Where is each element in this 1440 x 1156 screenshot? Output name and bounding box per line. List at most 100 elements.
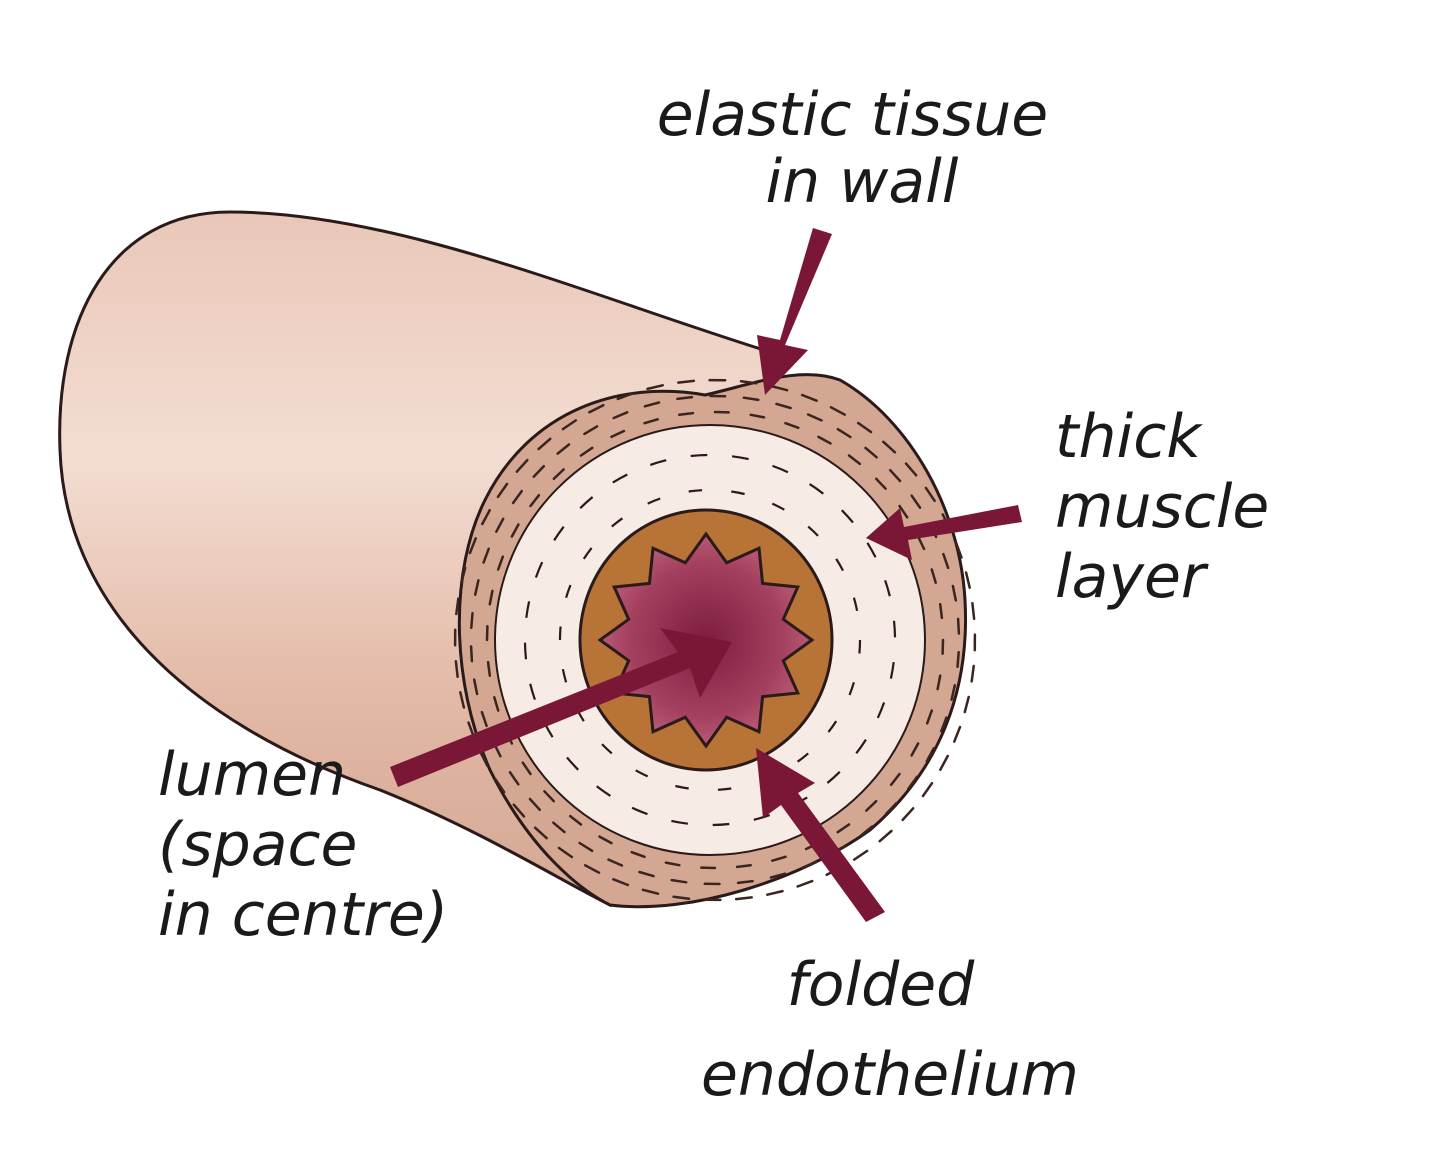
wall-stroke <box>817 435 832 445</box>
wall-stroke <box>561 419 578 431</box>
wall-stroke <box>942 552 950 570</box>
muscle-dash <box>858 639 862 654</box>
wall-stroke <box>796 879 814 888</box>
muscle-dash <box>772 464 789 474</box>
muscle-dash <box>866 542 877 558</box>
wall-stroke <box>734 896 753 901</box>
wall-stroke <box>829 406 847 416</box>
wall-stroke <box>557 846 574 859</box>
wall-stroke <box>643 401 661 408</box>
muscle-dash <box>796 752 809 763</box>
wall-stroke <box>677 379 696 384</box>
wall-stroke <box>888 468 902 483</box>
wall-stroke <box>495 517 505 533</box>
wall-stroke <box>510 523 520 538</box>
wall-stroke <box>480 710 488 728</box>
wall-stroke <box>552 468 565 481</box>
wall-stroke <box>954 541 963 559</box>
wall-stroke <box>643 418 659 425</box>
wall-stroke <box>749 413 766 419</box>
wall-stroke <box>878 829 893 843</box>
wall-stroke <box>970 664 975 683</box>
wall-stroke <box>460 566 467 585</box>
wall-stroke <box>930 568 937 584</box>
wall-stroke <box>472 678 479 696</box>
wall-stroke <box>583 864 601 874</box>
wall-stroke <box>496 555 505 571</box>
label-lumen: lumen (space in centre) <box>158 740 448 950</box>
wall-stroke <box>775 402 792 410</box>
wall-stroke <box>528 797 542 812</box>
wall-stroke <box>907 775 919 791</box>
wall-stroke <box>852 849 869 861</box>
elastic-tissue-strokes <box>453 378 977 902</box>
muscle-dash <box>635 769 649 778</box>
muscle-dash <box>807 525 819 537</box>
muscle-dash <box>566 756 579 771</box>
wall-stroke <box>951 584 958 602</box>
wall-stroke <box>735 863 752 869</box>
wall-stroke <box>469 645 474 663</box>
wall-stroke <box>864 446 878 459</box>
muscle-dash <box>611 517 624 528</box>
muscle-dash <box>717 787 732 791</box>
wall-stroke <box>800 393 818 402</box>
wall-stroke <box>537 437 552 451</box>
wall-stroke <box>533 826 548 840</box>
wall-stroke <box>889 772 901 787</box>
wall-stroke <box>488 589 494 606</box>
wall-stroke <box>493 696 500 712</box>
wall-stroke <box>672 895 691 900</box>
wall-stroke <box>482 547 490 564</box>
muscle-dash <box>827 720 838 733</box>
muscle-dash <box>529 683 536 701</box>
wall-stroke <box>916 535 926 551</box>
wall-stroke <box>496 482 509 499</box>
muscle-dash <box>848 681 855 696</box>
wall-stroke <box>646 384 664 391</box>
muscle-dash <box>561 668 568 683</box>
muscle-dash <box>565 584 572 599</box>
wall-stroke <box>801 860 818 869</box>
muscle-dash <box>731 455 749 461</box>
wall-stroke <box>638 870 655 878</box>
wall-stroke <box>588 403 605 414</box>
muscle-dash <box>889 661 895 679</box>
wall-stroke <box>901 807 915 822</box>
muscle-dash <box>855 739 867 754</box>
muscle-dash <box>688 489 703 493</box>
wall-stroke <box>898 504 909 519</box>
wall-stroke <box>847 454 862 466</box>
wall-stroke <box>676 395 694 401</box>
arrow-elastic-tissue <box>757 228 832 395</box>
wall-stroke <box>664 861 681 867</box>
wall-stroke <box>884 802 898 816</box>
muscle-dash <box>771 502 785 511</box>
wall-stroke <box>578 841 594 853</box>
wall-stroke <box>470 611 474 630</box>
muscle-dash <box>647 497 661 505</box>
wall-stroke <box>552 821 566 834</box>
wall-stroke <box>630 850 646 859</box>
wall-stroke <box>459 691 466 709</box>
muscle-dash <box>835 558 844 572</box>
wall-stroke <box>865 799 878 812</box>
muscle-dash <box>675 784 689 790</box>
wall-stroke <box>925 747 935 763</box>
muscle-dash <box>649 459 667 466</box>
wall-stroke <box>478 750 489 767</box>
muscle-dash <box>553 526 565 541</box>
wall-stroke <box>910 742 920 757</box>
label-elastic-tissue: elastic tissue in wall <box>657 80 1068 217</box>
arrow-endothelium <box>756 748 885 922</box>
muscle-dash <box>631 806 648 816</box>
wall-stroke <box>473 579 480 596</box>
muscle-dash <box>582 547 593 560</box>
wall-stroke <box>769 872 787 879</box>
wall-stroke <box>494 777 506 794</box>
wall-stroke <box>454 659 459 678</box>
muscle-dash <box>826 771 841 784</box>
muscle-dash <box>596 785 611 797</box>
wall-stroke <box>556 443 571 455</box>
wall-stroke <box>956 650 960 669</box>
